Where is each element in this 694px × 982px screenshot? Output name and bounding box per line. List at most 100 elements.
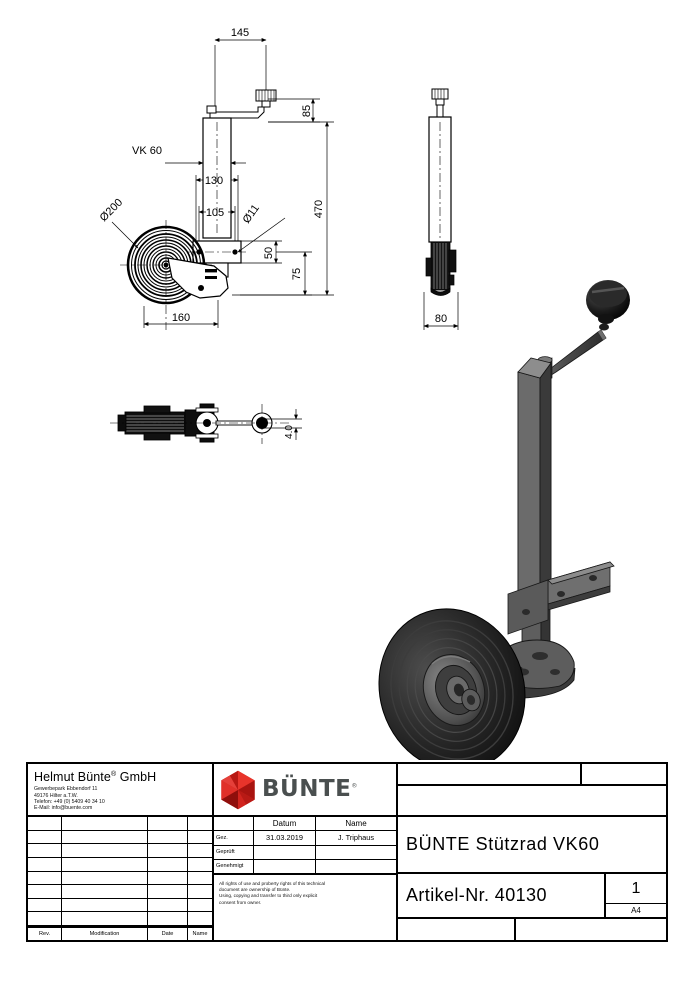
rev-cell-date xyxy=(148,830,188,844)
dim-label-85: 85 xyxy=(301,105,313,117)
iso-bracket-lower xyxy=(507,579,549,635)
sheet-info: 1 A4 xyxy=(606,874,666,917)
page-title: BÜNTE Stützrad VK60 xyxy=(398,817,666,874)
rev-cell-rev xyxy=(28,898,62,912)
rev-cell-modification xyxy=(62,817,148,830)
info-top-row xyxy=(398,764,666,786)
sheet-format: A4 xyxy=(631,906,641,915)
revision-header-row: Rev. Modification Date Name xyxy=(28,926,212,940)
brand-wordmark: BÜNTE® xyxy=(262,776,358,802)
address-line-street: Gewerbepark Ebbendorf 11 xyxy=(34,786,98,793)
table-row[interactable] xyxy=(28,885,212,899)
approval-role-gez: Gez. xyxy=(214,831,254,845)
dim-label-vk60: VK 60 xyxy=(132,145,162,157)
revision-header-name: Name xyxy=(192,931,208,937)
rev-cell-date xyxy=(148,871,188,885)
rev-cell-date xyxy=(148,857,188,871)
crank-knob-front xyxy=(255,89,277,108)
info-bottom-right xyxy=(516,919,666,940)
approval-table: Datum Name Gez. 31.03.2019 J. Triphaus G… xyxy=(214,817,396,875)
rev-cell-rev xyxy=(28,844,62,857)
rev-cell-date xyxy=(148,885,188,898)
dim-label-phi11: Ø11 xyxy=(241,202,262,225)
iso-crank-knob xyxy=(586,280,630,331)
article-number: Artikel-Nr. 40130 xyxy=(398,874,606,917)
dim-label-470: 470 xyxy=(313,200,325,218)
rev-cell-rev xyxy=(28,817,62,830)
rev-cell-name xyxy=(188,899,212,912)
revision-header-modification: Modification xyxy=(62,928,148,940)
rev-cell-rev xyxy=(28,830,62,844)
rev-cell-modification xyxy=(62,912,148,925)
table-row[interactable] xyxy=(28,844,212,858)
rev-cell-name xyxy=(188,872,212,885)
rev-cell-modification xyxy=(62,857,148,871)
dimension-75 xyxy=(240,251,312,296)
copyright-line-2: document are ownership of Bünte. xyxy=(219,887,291,893)
rev-cell-modification xyxy=(62,885,148,898)
rev-cell-rev xyxy=(28,871,62,885)
brand-logo-cell: BÜNTE® xyxy=(214,764,396,817)
bunte-cube-icon xyxy=(221,770,255,809)
rev-cell-rev xyxy=(28,912,62,925)
rev-cell-name xyxy=(188,912,212,925)
rev-cell-name xyxy=(188,885,212,898)
iso-mounting-bracket xyxy=(547,561,615,611)
copyright-line-1: All rights of use and proberty rights of… xyxy=(219,881,326,886)
company-name: Helmut Bünte® GmbH xyxy=(34,770,157,785)
dim-label-130: 130 xyxy=(205,175,223,187)
approval-date-genehmigt xyxy=(254,859,316,873)
rev-cell-name xyxy=(188,844,212,857)
sheet-number: 1 xyxy=(606,874,666,904)
approval-header-row: Datum Name xyxy=(214,817,396,832)
approval-name-gez: J. Triphaus xyxy=(337,833,375,843)
rev-cell-name xyxy=(188,858,212,871)
approval-row-drawn[interactable]: Gez. 31.03.2019 J. Triphaus xyxy=(214,831,396,846)
rev-cell-name xyxy=(188,831,212,844)
copyright-line-3: Using, copying and transfer to third onl… xyxy=(219,893,318,899)
rev-cell-date xyxy=(148,844,188,857)
iso-outer-tube xyxy=(517,357,552,621)
rev-cell-date xyxy=(148,898,188,912)
side-elevation-view: 80 xyxy=(423,88,459,330)
info-cell-blank-right xyxy=(582,764,666,784)
table-row[interactable] xyxy=(28,817,212,831)
isometric-3d-view xyxy=(378,280,630,760)
approval-header-date: Datum xyxy=(254,817,316,831)
rev-cell-modification xyxy=(62,898,148,912)
approval-name-genehmigt xyxy=(316,860,396,873)
front-elevation-view: 145 85 xyxy=(98,27,334,330)
title-block: Helmut Bünte® GmbH Gewerbepark Ebbendorf… xyxy=(26,762,668,942)
dimension-50 xyxy=(241,240,282,264)
dimension-phi200 xyxy=(111,221,139,249)
dim-label-phi200: Ø200 xyxy=(98,197,126,225)
approval-date-geprueft xyxy=(254,845,316,859)
info-bottom-row xyxy=(398,919,666,940)
table-row[interactable] xyxy=(28,857,212,872)
address-line-email: E-Mail: info@buente.com xyxy=(34,805,93,812)
dimension-80 xyxy=(423,292,459,330)
info-cell-blank-left xyxy=(398,764,582,784)
table-row[interactable] xyxy=(28,912,212,926)
approval-header-name: Name xyxy=(345,819,367,829)
approval-name-geprueft xyxy=(316,846,396,859)
table-row[interactable] xyxy=(28,830,212,845)
bottom-plan-view: 4.0 xyxy=(110,403,302,444)
table-row[interactable] xyxy=(28,871,212,886)
approval-row-approved[interactable]: Genehmigt xyxy=(214,859,396,873)
approval-row-checked[interactable]: Geprüft xyxy=(214,845,396,860)
table-row[interactable] xyxy=(28,898,212,913)
approval-role-geprueft: Geprüft xyxy=(214,845,254,859)
approval-header-blank xyxy=(214,817,254,831)
rev-cell-modification xyxy=(62,844,148,857)
rev-cell-date xyxy=(148,817,188,830)
drawing-area: 145 85 xyxy=(98,27,630,760)
company-header: Helmut Bünte® GmbH Gewerbepark Ebbendorf… xyxy=(28,764,212,817)
crank-arm-front xyxy=(206,105,265,119)
info-cell-blank-band xyxy=(398,786,666,817)
revision-table-section: Helmut Bünte® GmbH Gewerbepark Ebbendorf… xyxy=(28,764,214,940)
middle-section: BÜNTE® Datum Name Gez. 31.03.2019 J. Tri… xyxy=(214,764,398,940)
copyright-notice: All rights of use and proberty rights of… xyxy=(214,875,396,940)
registered-mark-icon: ® xyxy=(110,771,117,778)
